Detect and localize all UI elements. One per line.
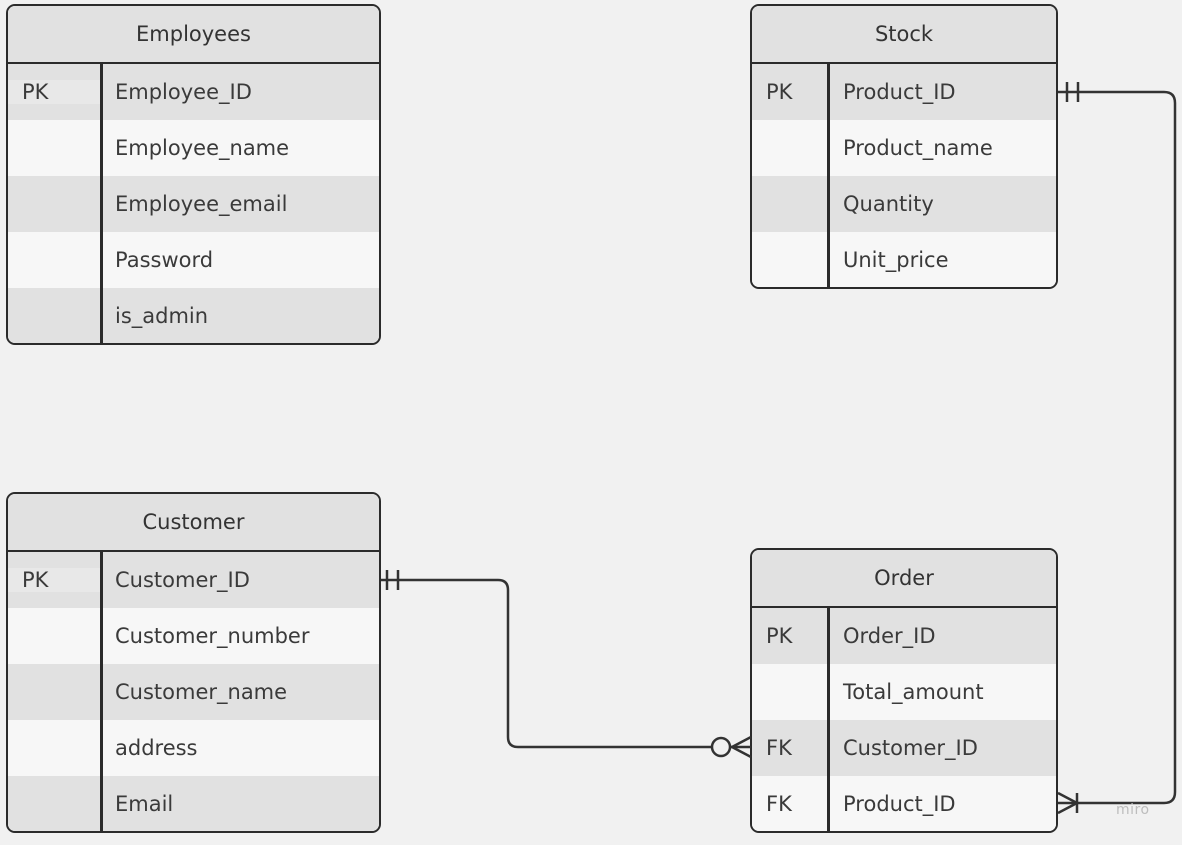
attribute-name: Password [115,248,214,272]
attribute-row[interactable]: FK Product_ID [752,776,1056,831]
entity-stock[interactable]: Stock PK Product_ID Product_name Quantit… [750,4,1058,289]
crowfoot-line [1057,801,1078,815]
attribute-name: Order_ID [843,624,936,648]
key-label: FK [766,736,792,760]
relationship-stock-order[interactable] [1058,90,1177,805]
attribute-name: Employee_email [115,192,288,216]
attribute-name: Customer_ID [115,568,250,592]
attribute-row[interactable]: is_admin [8,288,379,343]
attribute-row[interactable]: PK Customer_ID [8,552,379,608]
entity-employees[interactable]: Employees PK Employee_ID Employee_name E… [6,4,381,345]
key-label: PK [766,80,793,104]
column-divider [100,552,103,831]
attribute-row[interactable]: Password [8,232,379,288]
miro-watermark: miro [1116,802,1150,818]
entity-body: PK Order_ID Total_amount FK Customer_ID … [752,608,1056,831]
attribute-row[interactable]: Customer_name [8,664,379,720]
entity-customer[interactable]: Customer PK Customer_ID Customer_number … [6,492,381,833]
column-divider [827,64,830,287]
attribute-name: Customer_ID [843,736,978,760]
column-divider [827,608,830,831]
attribute-name: Employee_ID [115,80,252,104]
attribute-row[interactable]: FK Customer_ID [752,720,1056,776]
attribute-name: Customer_name [115,680,288,704]
attribute-name: is_admin [115,304,209,328]
key-label: PK [8,80,100,104]
zero-marker-circle [710,736,732,758]
attribute-name: Unit_price [843,248,949,272]
entity-body: PK Employee_ID Employee_name Employee_em… [8,64,379,343]
entity-title: Customer [8,494,379,552]
crowfoot-line [731,745,752,759]
entity-body: PK Product_ID Product_name Quantity Unit… [752,64,1056,287]
attribute-name: Customer_number [115,624,310,648]
attribute-name: Product_name [843,136,993,160]
key-label: PK [8,568,100,592]
attribute-row[interactable]: PK Order_ID [752,608,1056,664]
attribute-row[interactable]: Email [8,776,379,831]
crowfoot-line [731,735,752,749]
key-label: PK [766,624,793,648]
attribute-name: Email [115,792,174,816]
attribute-name: Employee_name [115,136,290,160]
attribute-row[interactable]: Employee_email [8,176,379,232]
attribute-row[interactable]: Product_name [752,120,1056,176]
attribute-row[interactable]: PK Product_ID [752,64,1056,120]
attribute-row[interactable]: address [8,720,379,776]
attribute-name: Total_amount [843,680,984,704]
entity-title: Order [752,550,1056,608]
attribute-row[interactable]: Quantity [752,176,1056,232]
attribute-row[interactable]: Total_amount [752,664,1056,720]
key-label: FK [766,792,792,816]
attribute-name: Quantity [843,192,934,216]
attribute-row[interactable]: Unit_price [752,232,1056,287]
column-divider [100,64,103,343]
entity-title: Stock [752,6,1056,64]
relationship-customer-order[interactable] [381,578,712,749]
attribute-row[interactable]: Customer_number [8,608,379,664]
entity-order[interactable]: Order PK Order_ID Total_amount FK Custom… [750,548,1058,833]
crowfoot-line [1057,791,1078,805]
attribute-name: address [115,736,198,760]
attribute-name: Product_ID [843,80,956,104]
entity-title: Employees [8,6,379,64]
attribute-row[interactable]: PK Employee_ID [8,64,379,120]
attribute-name: Product_ID [843,792,956,816]
entity-body: PK Customer_ID Customer_number Customer_… [8,552,379,831]
attribute-row[interactable]: Employee_name [8,120,379,176]
